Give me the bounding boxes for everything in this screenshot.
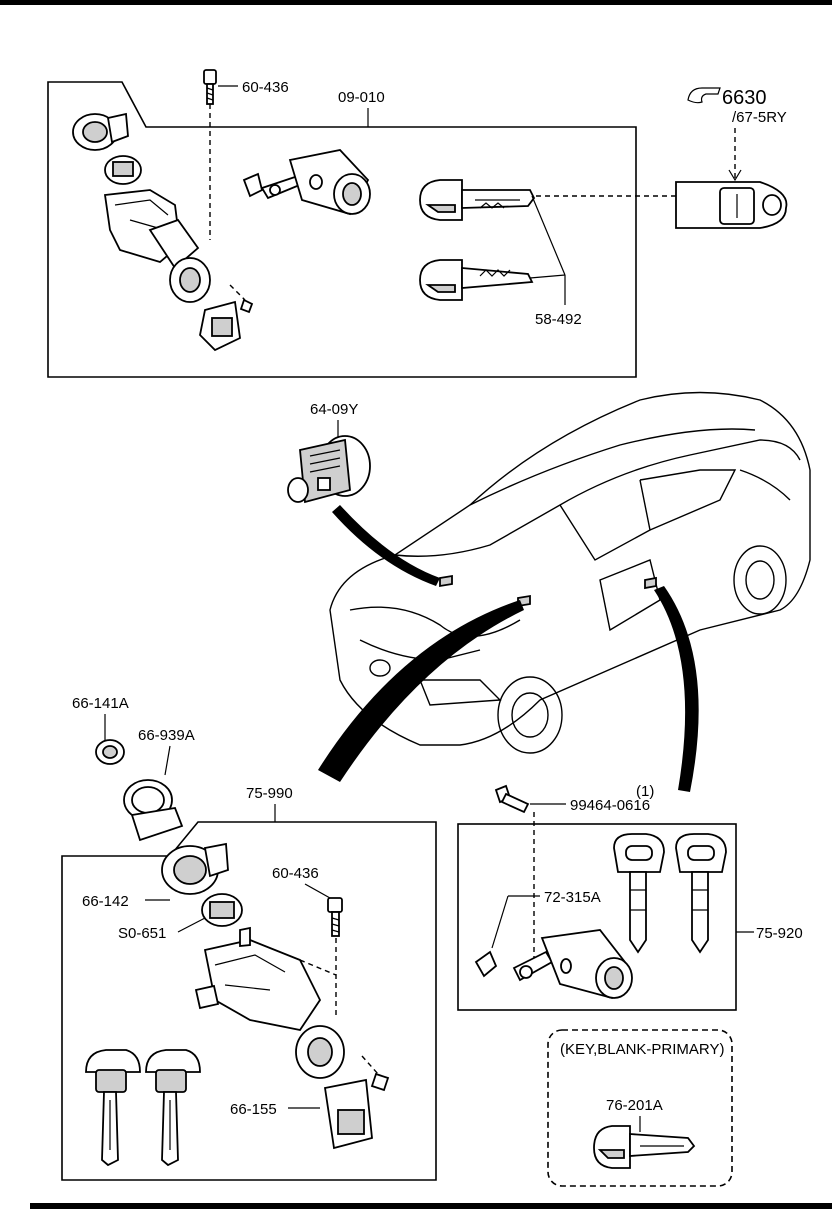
remote-ref-label: 6630 <box>722 87 767 109</box>
screw-part[interactable] <box>494 784 530 814</box>
ign-housing-label: 66-142 <box>82 893 129 910</box>
ring-label: 66-939A <box>138 727 195 744</box>
vehicle-illustration <box>329 391 811 754</box>
door-lock-cylinder[interactable] <box>287 435 371 504</box>
top-bolt-label: 60-436 <box>242 79 289 96</box>
ign-housing-part[interactable] <box>161 842 229 895</box>
top-keys-label: 58-492 <box>535 311 582 328</box>
remote-key-fob[interactable] <box>675 181 788 229</box>
ign-ring-part[interactable] <box>201 893 243 927</box>
ign-set-label: 75-990 <box>246 785 293 802</box>
cap-label: 66-141A <box>72 695 129 712</box>
remote-part-label: /67-5RY <box>732 109 787 126</box>
blank-key-frame <box>547 1029 733 1187</box>
door-cyl-label: 64-09Y <box>310 401 358 418</box>
top-assembly-frame <box>47 81 637 378</box>
blank-note-label: (KEY,BLANK-PRIMARY) <box>560 1041 725 1058</box>
ring-part[interactable] <box>123 779 184 842</box>
door-lever-part[interactable] <box>474 950 554 982</box>
ign-ring-label: S0-651 <box>118 925 166 942</box>
top-set-label: 09-010 <box>338 89 385 106</box>
door-lever-label: 72-315A <box>544 889 601 906</box>
top-key-1[interactable] <box>419 179 536 221</box>
screw-label: 99464-0616 <box>570 797 650 814</box>
leader-ignition <box>318 600 524 782</box>
blank-key-part[interactable] <box>593 1125 696 1169</box>
door-set-frame <box>457 823 737 1011</box>
ign-bolt-label: 60-436 <box>272 865 319 882</box>
cap-part[interactable] <box>95 739 125 765</box>
top-key-2[interactable] <box>419 259 534 301</box>
door-cylinder-part[interactable] <box>540 929 633 1000</box>
leader-door-cyl <box>332 505 440 586</box>
bottom-rule <box>30 1203 832 1209</box>
door-set-label: 75-920 <box>756 925 803 942</box>
top-ignition-assembly[interactable] <box>72 112 254 352</box>
screw-qty-label: (1) <box>636 783 654 800</box>
ign-switch-part[interactable] <box>323 1055 390 1150</box>
top-door-cylinder[interactable] <box>242 149 371 216</box>
top-rule <box>0 0 832 5</box>
top-bolt-part[interactable] <box>203 69 217 105</box>
blank-key-label: 76-201A <box>606 1097 663 1114</box>
ign-lock-body[interactable] <box>194 926 345 1079</box>
ign-keys[interactable] <box>85 1049 201 1167</box>
door-keys[interactable] <box>613 833 727 954</box>
ign-bolt-part[interactable] <box>327 897 343 937</box>
ign-switch-label: 66-155 <box>230 1101 277 1118</box>
leader-door-set <box>654 586 699 792</box>
hand-pointer-icon <box>687 87 721 104</box>
